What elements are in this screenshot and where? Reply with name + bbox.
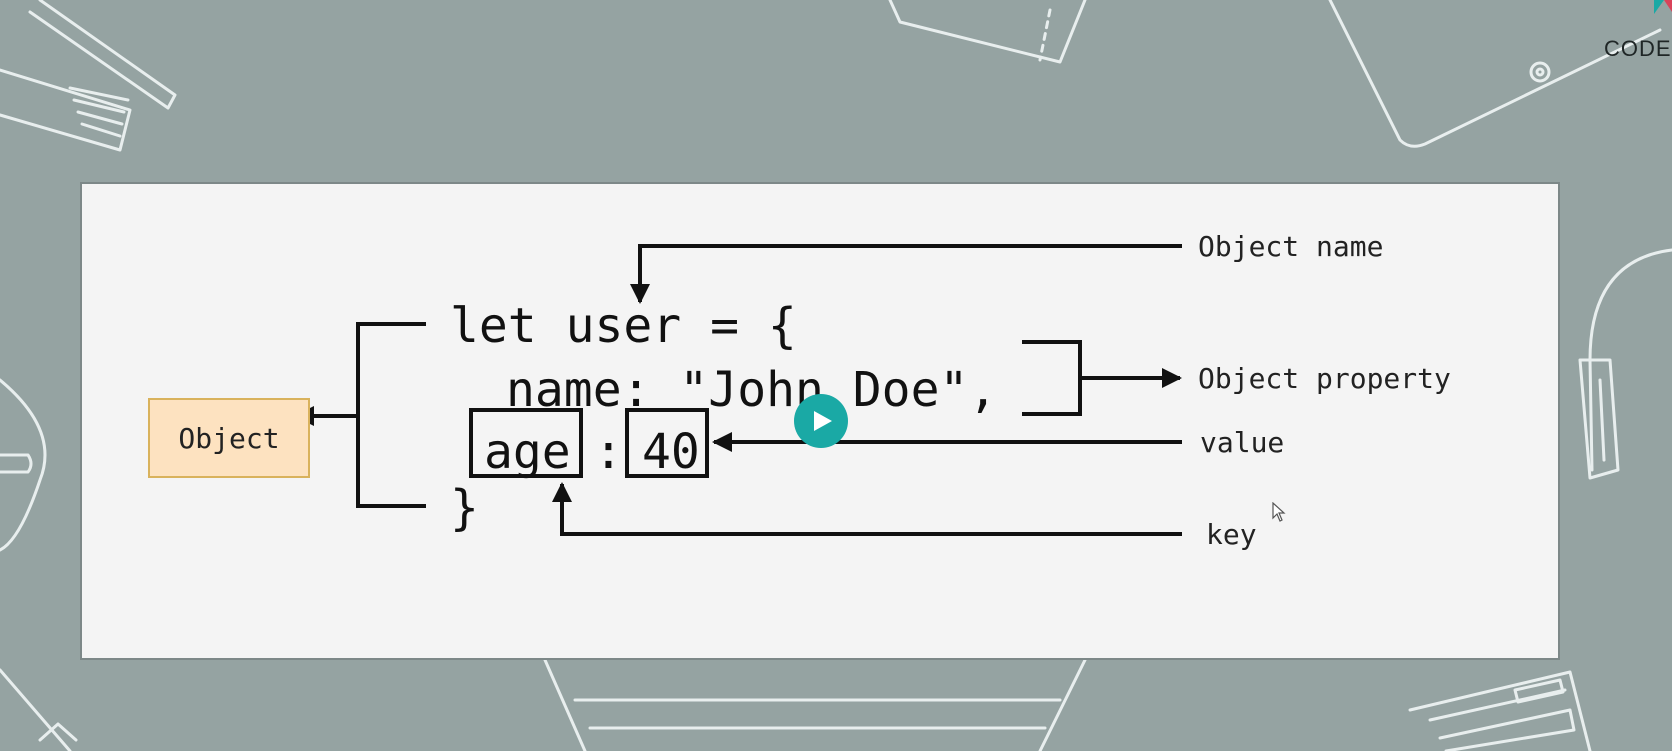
brand-logo-mark [1650, 0, 1672, 18]
play-icon [814, 411, 832, 431]
object-property-bracket [1022, 340, 1082, 416]
code-value-40: 40 [642, 424, 700, 480]
code-line-1: let user = { [450, 298, 797, 354]
object-label-text: Object [178, 421, 280, 455]
object-label-box: Object [148, 398, 310, 478]
brand-text: CODER [1604, 36, 1672, 61]
object-name-arrow [630, 244, 1182, 304]
object-anatomy-diagram: let user = { name: "John Doe", age : 40 … [294, 230, 1451, 551]
play-button[interactable] [794, 394, 848, 448]
code-colon: : [594, 424, 652, 480]
object-bracket [356, 322, 426, 508]
slide-panel: let user = { name: "John Doe", age : 40 … [80, 182, 1560, 660]
key-highlight-box [469, 408, 583, 478]
code-line-2: name: "John Doe", [506, 362, 997, 418]
code-closing-brace: } [450, 480, 479, 536]
code-key-age: age [484, 424, 571, 480]
mouse-cursor-icon [1272, 502, 1286, 522]
value-highlight-box [625, 408, 709, 478]
label-object-property: Object property [1198, 362, 1451, 395]
label-key: key [1206, 518, 1257, 551]
label-value: value [1200, 426, 1284, 459]
key-arrow [552, 482, 1182, 536]
label-object-name: Object name [1198, 230, 1383, 263]
